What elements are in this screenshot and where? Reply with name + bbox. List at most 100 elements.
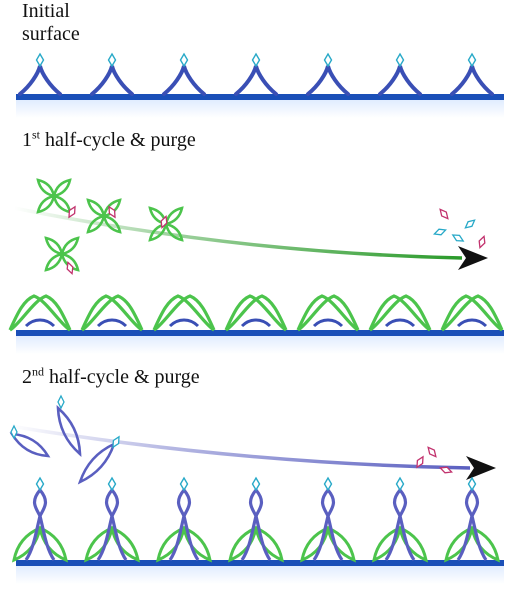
surface-arch [162,65,206,96]
precursor-leaf [164,206,184,226]
label-initial-line2: surface [22,23,80,45]
surface-arch [90,65,134,96]
byproduct [451,234,465,242]
green-bond-a [225,294,288,332]
surface-arch [18,65,62,96]
surface-arch-under [312,318,344,328]
second-precursor-head [10,424,18,440]
hydroxyl-group [395,476,405,492]
green-bond-b [368,294,431,332]
surface-arch [234,65,278,96]
surface-arch-under [96,318,128,328]
precursor-leaf [60,236,80,256]
precursor-leaf [60,252,80,272]
surface-site [162,52,206,96]
blue-bond [176,488,200,561]
surface-site [306,52,350,96]
hydroxyl-group [35,476,45,492]
byproduct [478,234,486,250]
ligand [68,205,76,219]
chemisorbed-site [440,294,504,332]
surface-site [378,52,422,96]
byproduct [439,208,449,220]
blue-bond [392,488,416,561]
label-initial-line1: Initial [22,0,70,22]
completed-site [371,476,429,563]
precursor-leaf [164,222,184,242]
label-first-half-cycle: 1st half-cycle & purge [22,127,196,152]
green-bond-b [440,294,503,332]
precursor-molecule [36,178,72,214]
flow-line [9,424,471,470]
hydroxyl-group [323,52,333,68]
completed-site [83,476,141,563]
hydroxyl-group [395,52,405,68]
label-first-rest: half-cycle & purge [40,129,196,151]
surface-arch [378,65,422,96]
flow-arrow-second [9,424,496,480]
chemisorbed-site [368,294,432,332]
hydroxyl-group [179,476,189,492]
ligand [160,214,168,230]
precursor-leaf [102,214,122,234]
green-bond-b [8,294,71,332]
precursor-leaf [86,198,106,218]
green-leaf [397,525,429,563]
hydroxyl-group [107,476,117,492]
green-bond-b [80,294,143,332]
flow-arrowhead [466,456,496,480]
green-bond-a [297,294,360,332]
hydroxyl-group [323,476,333,492]
precursor-leaf [36,178,56,198]
surface-arch [450,65,494,96]
surface-site [18,52,62,96]
precursor-leaf [52,178,72,198]
blue-bond [104,488,128,561]
green-bond-b [152,294,215,332]
chemisorbed-site [80,294,144,332]
green-leaf [37,525,69,563]
surface-site [234,52,278,96]
label-second-rest: half-cycle & purge [44,366,200,388]
ligand [108,205,116,219]
completed-site [227,476,285,563]
precursor-leaf [148,222,168,242]
byproduct [464,219,476,229]
hydroxyl-group [35,52,45,68]
byproduct [438,466,454,474]
surface-arch-under [456,318,488,328]
hydroxyl-group [467,476,477,492]
surface-arch-under [168,318,200,328]
surface-arch-under [24,318,56,328]
precursor-leaf [44,252,64,272]
green-leaf [181,525,213,563]
label-first-sup: st [32,127,41,142]
second-precursor-leaf [9,432,51,458]
surface-arch [306,65,350,96]
green-bond-a [81,294,144,332]
ligand [66,260,74,276]
green-bond-a [441,294,504,332]
precursor-leaf [36,194,56,214]
second-precursor-head [57,394,65,410]
completed-site [443,476,501,563]
substrate-initial [16,94,504,100]
precursor-molecule [44,236,80,272]
blue-bond [248,488,272,561]
surface-arch-under [240,318,272,328]
blue-bond [320,488,344,561]
green-leaf [469,525,501,563]
substrate-second [16,560,504,566]
green-leaf [109,525,141,563]
label-second-num: 2 [22,366,32,388]
hydroxyl-group [467,52,477,68]
chemisorbed-site [152,294,216,332]
completed-site [299,476,357,563]
hydroxyl-group [107,52,117,68]
precursor-leaf [148,206,168,226]
second-precursor-head [112,435,120,449]
blue-bond [464,488,488,561]
surface-site [450,52,494,96]
label-second-sup: nd [32,364,44,379]
